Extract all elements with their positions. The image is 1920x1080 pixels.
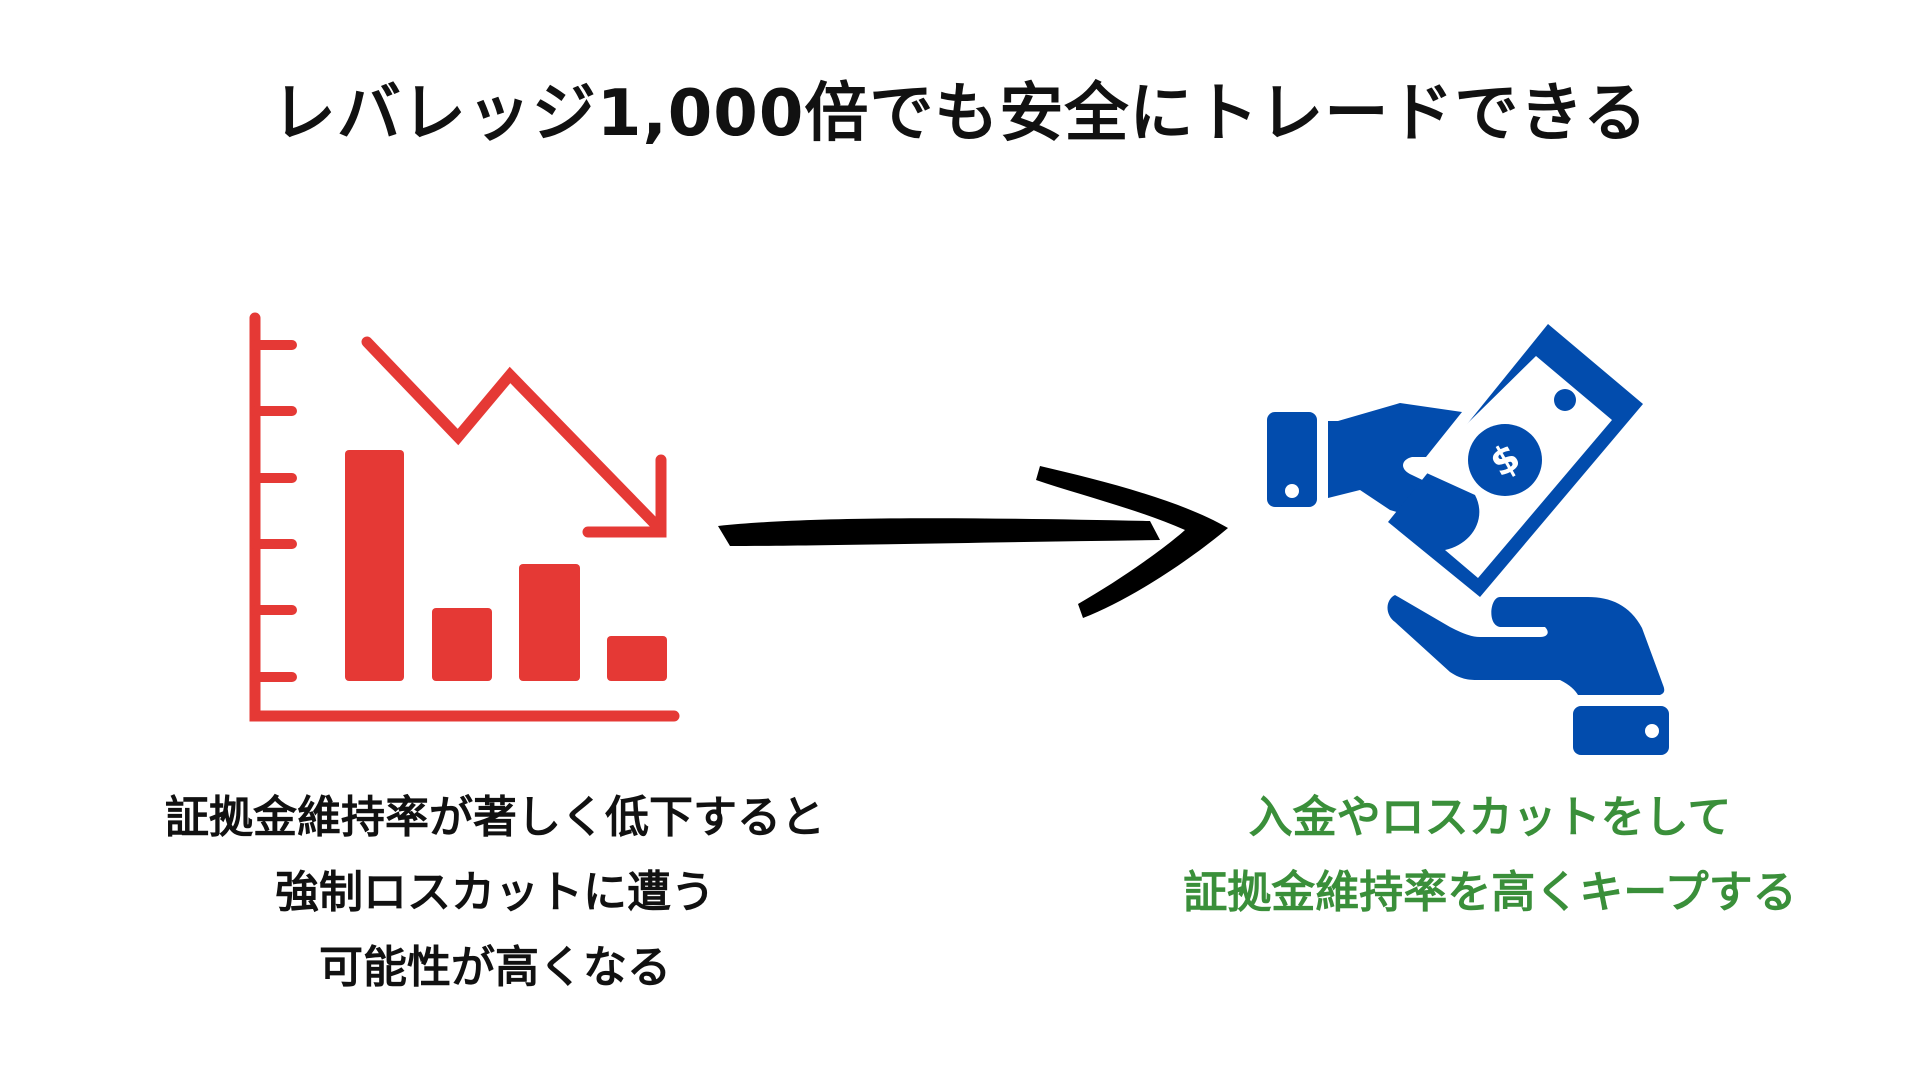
left-caption-line: 可能性が高くなる [319, 942, 671, 993]
left-caption-line: 証拠金維持率が著しく低下すると [165, 792, 825, 843]
right-caption-line: 証拠金維持率を高くキープする [1183, 867, 1797, 918]
left-caption: 証拠金維持率が著しく低下すると 強制ロスカットに遭う 可能性が高くなる [60, 780, 930, 1005]
hand-giving-money-icon: $ [1267, 324, 1669, 755]
page-title: レバレッジ1,000倍でも安全にトレードできる [271, 77, 1649, 151]
right-caption: 入金やロスカットをして 証拠金維持率を高くキープする [1060, 780, 1920, 930]
right-caption-line: 入金やロスカットをして [1248, 792, 1732, 843]
left-caption-line: 強制ロスカットに遭う [275, 867, 715, 918]
declining-bar-chart-icon [249, 312, 680, 722]
brush-arrow-right-icon [718, 466, 1228, 618]
